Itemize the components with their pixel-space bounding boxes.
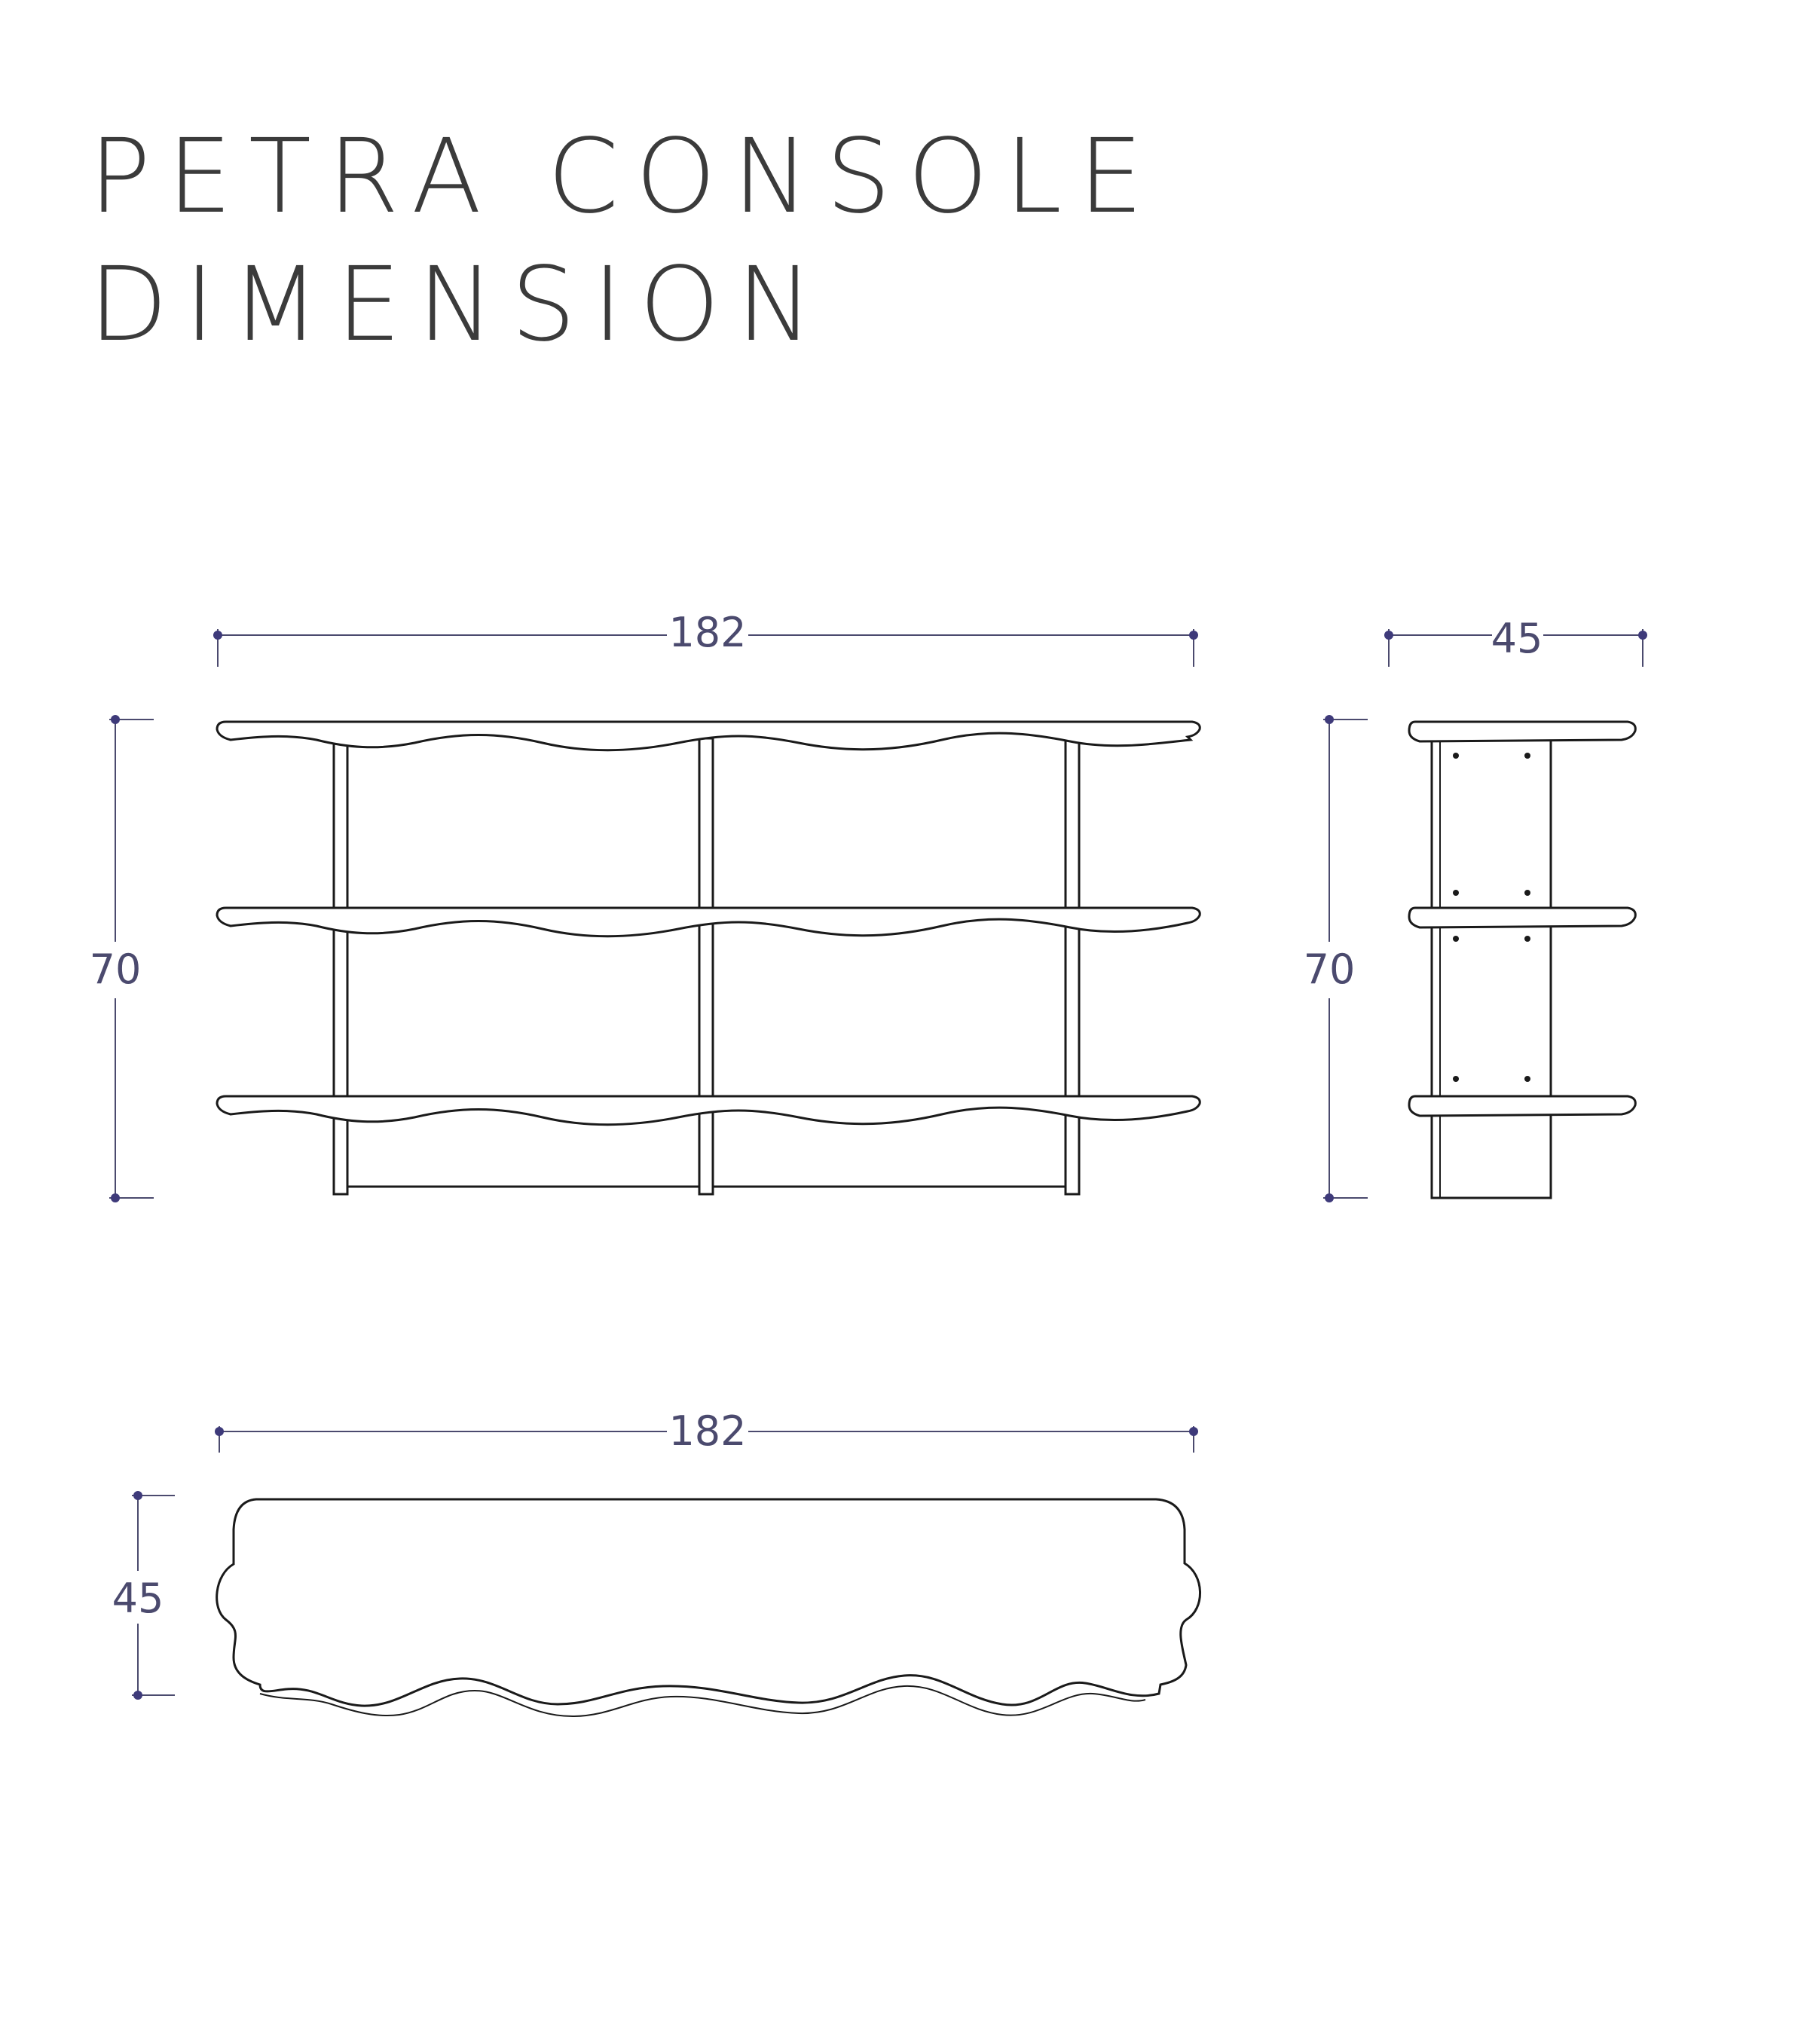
- front-legs: [332, 737, 1081, 1196]
- side-height-label: 70: [1304, 946, 1356, 993]
- front-height-label: 70: [90, 946, 142, 993]
- side-shelf-top: [1408, 720, 1637, 743]
- top-width-dimension: [215, 1426, 1198, 1453]
- side-panel: [1430, 738, 1552, 1199]
- side-height-dimension: [1323, 715, 1368, 1202]
- front-view: 182 70: [90, 609, 1201, 1202]
- front-shelf-bottom: [216, 1095, 1201, 1126]
- front-width-label: 182: [668, 609, 746, 656]
- side-view: 45 70: [1304, 615, 1647, 1202]
- side-depth-label: 45: [1491, 615, 1543, 662]
- front-height-dimension: [109, 715, 154, 1202]
- side-screw-dots: [1453, 753, 1530, 1082]
- top-outline: [216, 1498, 1201, 1707]
- side-shelf-middle: [1408, 906, 1637, 929]
- top-view: 182 45: [112, 1407, 1201, 1718]
- top-depth-label: 45: [112, 1575, 164, 1622]
- front-shelf-middle: [216, 906, 1201, 938]
- side-depth-dimension: [1384, 629, 1647, 667]
- title-line-1: PETRA CONSOLE: [89, 118, 1160, 237]
- title-line-2: DIMENSION: [89, 246, 830, 365]
- top-front-edge: [259, 1685, 1146, 1718]
- front-shelf-top: [216, 720, 1201, 752]
- top-width-label: 182: [668, 1407, 746, 1455]
- side-shelf-bottom: [1408, 1095, 1637, 1117]
- top-depth-dimension: [132, 1491, 175, 1700]
- page-title: PETRA CONSOLE DIMENSION: [89, 113, 1160, 369]
- front-width-dimension: [213, 629, 1198, 667]
